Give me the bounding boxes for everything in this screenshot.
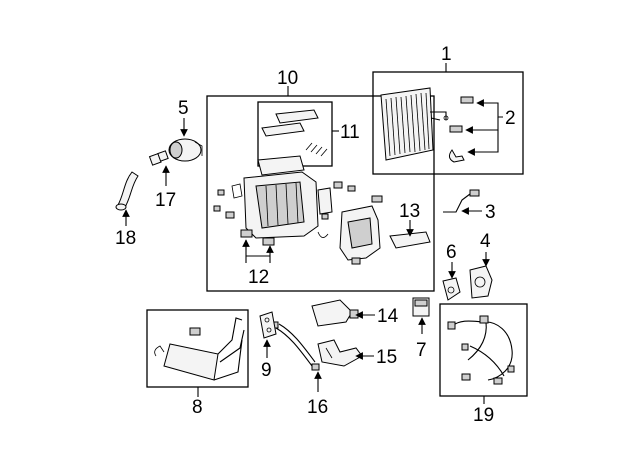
mode-actuator — [469, 265, 493, 299]
callout-10: 10 — [277, 68, 298, 89]
callout-11: 11 — [340, 122, 360, 143]
callout-18: 18 — [115, 228, 136, 249]
bracket — [259, 311, 277, 339]
evaporator-core — [380, 87, 447, 161]
blower-motor — [168, 138, 203, 162]
lower-duct — [317, 339, 363, 367]
callout-6: 6 — [446, 242, 457, 263]
callout-8: 8 — [192, 397, 203, 418]
connector — [148, 150, 169, 166]
cable — [271, 321, 320, 371]
callout-4: 4 — [480, 231, 491, 252]
heater-core — [154, 317, 245, 381]
evaporator-seals — [443, 96, 474, 163]
heater-seals — [240, 229, 275, 246]
heater-case — [243, 155, 333, 239]
drain-hose — [115, 171, 139, 211]
callout-7: 7 — [416, 340, 427, 361]
door-plate — [389, 231, 431, 249]
leader-2 — [476, 99, 503, 118]
duct — [311, 299, 359, 327]
callout-16: 16 — [307, 397, 328, 418]
power-transistor — [412, 297, 430, 317]
blend-door-housing — [339, 205, 381, 265]
callout-5: 5 — [178, 98, 189, 119]
heater-small-parts — [213, 181, 383, 238]
callout-14: 14 — [377, 306, 399, 327]
callout-12: 12 — [248, 267, 269, 288]
callout-3: 3 — [485, 202, 496, 223]
heater-unit-box — [206, 95, 435, 292]
callout-19: 19 — [473, 405, 494, 426]
callout-9: 9 — [261, 360, 272, 381]
air-mix-actuator — [442, 277, 461, 301]
callout-2: 2 — [505, 108, 516, 129]
sensor-wire — [443, 189, 480, 213]
wire-harness — [447, 315, 515, 385]
callout-1: 1 — [441, 44, 452, 65]
callout-15: 15 — [376, 347, 397, 368]
seal-kit — [261, 109, 328, 157]
callout-17: 17 — [155, 190, 176, 211]
evaporator-kit-box — [372, 71, 524, 175]
callout-13: 13 — [399, 201, 420, 222]
